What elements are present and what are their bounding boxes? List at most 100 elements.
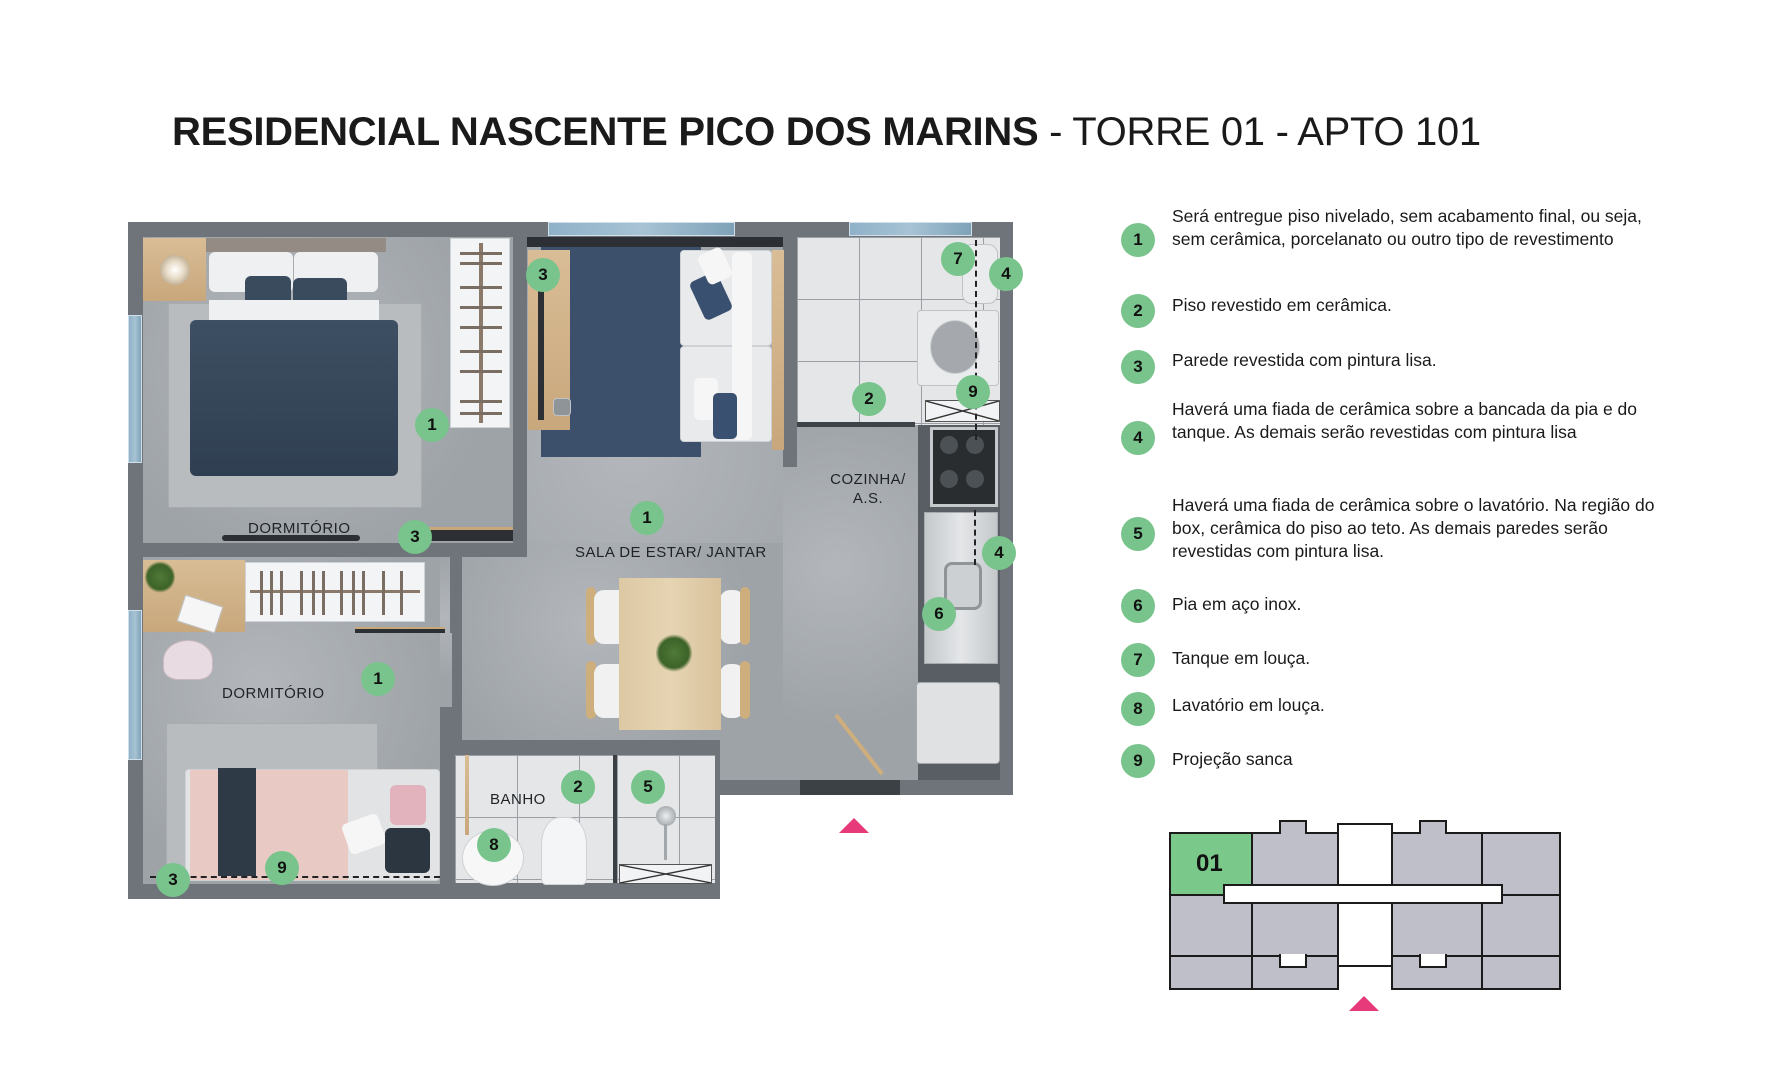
legend-marker-4: 4: [1121, 421, 1155, 455]
room-label-dormitorio-2: DORMITÓRIO: [222, 685, 325, 702]
marker-4-laundry: 4: [989, 257, 1023, 291]
entry-arrow-icon: [839, 818, 869, 833]
shower-head-icon: [656, 806, 676, 826]
hanger: [340, 571, 343, 615]
shower-glass: [613, 755, 617, 883]
legend-marker-8: 8: [1121, 692, 1155, 726]
plant-icon: [656, 633, 692, 673]
laundry-threshold: [797, 422, 915, 427]
key-plan-unit: [1169, 894, 1253, 957]
shelf-bedroom-2: [355, 627, 445, 633]
sanca-projection-line: [974, 510, 976, 565]
key-plan-unit-label: 01: [1196, 850, 1223, 877]
bathroom-door: [465, 755, 469, 835]
wall-bed2-bath: [440, 745, 454, 899]
hanger: [460, 252, 502, 255]
kitchen-sink: [944, 562, 982, 610]
wall-bath-top: [454, 740, 720, 755]
marker-9-bedroom-2: 9: [265, 851, 299, 885]
marker-3-bedroom-2: 3: [156, 863, 190, 897]
marker-9-kitchen: 9: [956, 375, 990, 409]
hanger: [460, 286, 502, 289]
hanger: [270, 571, 273, 615]
cushion: [713, 393, 737, 439]
closet-rail: [250, 590, 420, 593]
hanger: [460, 326, 502, 329]
marker-8-washbasin: 8: [477, 828, 511, 862]
key-plan-unit: [1481, 955, 1561, 990]
closet-rail: [479, 243, 483, 423]
sofa-side-table: [772, 250, 784, 450]
window-bedroom-1: [128, 315, 142, 463]
bed-headboard: [206, 238, 386, 252]
hanger: [400, 571, 403, 615]
room-label-cozinha-line1: COZINHA/: [830, 471, 906, 488]
chair: [740, 661, 750, 719]
legend-text-7: Tanque em louça.: [1172, 648, 1311, 668]
key-plan-corridor-junction: [1339, 886, 1391, 902]
room-label-banho: BANHO: [490, 791, 546, 808]
shelf-bedroom-1: [428, 527, 513, 541]
title-project-name: RESIDENCIAL NASCENTE PICO DOS MARINS: [172, 110, 1039, 154]
legend-marker-7: 7: [1121, 643, 1155, 677]
burner-icon: [966, 436, 984, 454]
marker-3-bedroom-1: 3: [398, 520, 432, 554]
chair: [586, 661, 596, 719]
window-bedroom-2: [128, 610, 142, 760]
hanger: [300, 571, 303, 615]
legend-marker-1: 1: [1121, 223, 1155, 257]
kitchen-open-floor: [783, 425, 918, 780]
hanger: [460, 306, 502, 309]
tv-bedroom-1: [222, 535, 360, 541]
bed-throw: [218, 768, 256, 876]
window-living: [548, 222, 735, 236]
legend-marker-9: 9: [1121, 744, 1155, 778]
marker-1-living: 1: [630, 501, 664, 535]
sanca-projection-box: [619, 864, 712, 884]
desk-chair: [163, 640, 213, 680]
burner-icon: [966, 470, 984, 488]
marker-7-laundry: 7: [941, 242, 975, 276]
marker-1-bedroom-2: 1: [361, 662, 395, 696]
key-plan: 01: [1169, 820, 1569, 1060]
marker-2-laundry: 2: [852, 382, 886, 416]
legend-text-4: Haverá uma fiada de cerâmica sobre a ban…: [1172, 399, 1638, 442]
burner-icon: [940, 470, 958, 488]
lamp-icon: [160, 255, 190, 285]
hanger: [280, 571, 283, 615]
stove: [930, 427, 998, 507]
hanger: [460, 262, 502, 265]
legend-text-6: Pia em aço inox.: [1172, 594, 1302, 614]
sanca-projection-line: [975, 240, 977, 440]
key-plan-unit-notch: [1279, 820, 1307, 834]
wall-living-kitchen: [783, 222, 797, 467]
hanger: [312, 571, 315, 615]
living-top-shadow: [527, 237, 783, 247]
marker-3-living-wall: 3: [526, 258, 560, 292]
bedroom-2-floor-ext: [440, 557, 452, 707]
legend-marker-5: 5: [1121, 517, 1155, 551]
chair: [586, 587, 596, 645]
marker-1-bedroom-1: 1: [415, 408, 449, 442]
key-plan-notch: [1419, 954, 1447, 968]
marker-4-kitchen: 4: [982, 536, 1016, 570]
page-title: RESIDENCIAL NASCENTE PICO DOS MARINS - T…: [172, 108, 1481, 156]
key-plan-notch: [1279, 954, 1307, 968]
legend-text-8: Lavatório em louça.: [1172, 695, 1325, 715]
legend-marker-6: 6: [1121, 589, 1155, 623]
wall-bath-right: [715, 740, 720, 899]
hanger: [460, 400, 502, 403]
legend-marker-2: 2: [1121, 294, 1155, 328]
hanger: [460, 370, 502, 373]
legend-text-5: Haverá uma fiada de cerâmica sobre o lav…: [1172, 495, 1655, 561]
cushion: [385, 828, 430, 873]
legend-marker-3: 3: [1121, 350, 1155, 384]
window-kitchen: [849, 222, 972, 236]
double-bed-duvet: [190, 320, 398, 476]
key-plan-unit: [1169, 955, 1253, 990]
room-label-sala: SALA DE ESTAR/ JANTAR: [575, 544, 767, 561]
hanger: [460, 412, 502, 415]
shower-pipe: [664, 824, 667, 860]
burner-icon: [940, 436, 958, 454]
